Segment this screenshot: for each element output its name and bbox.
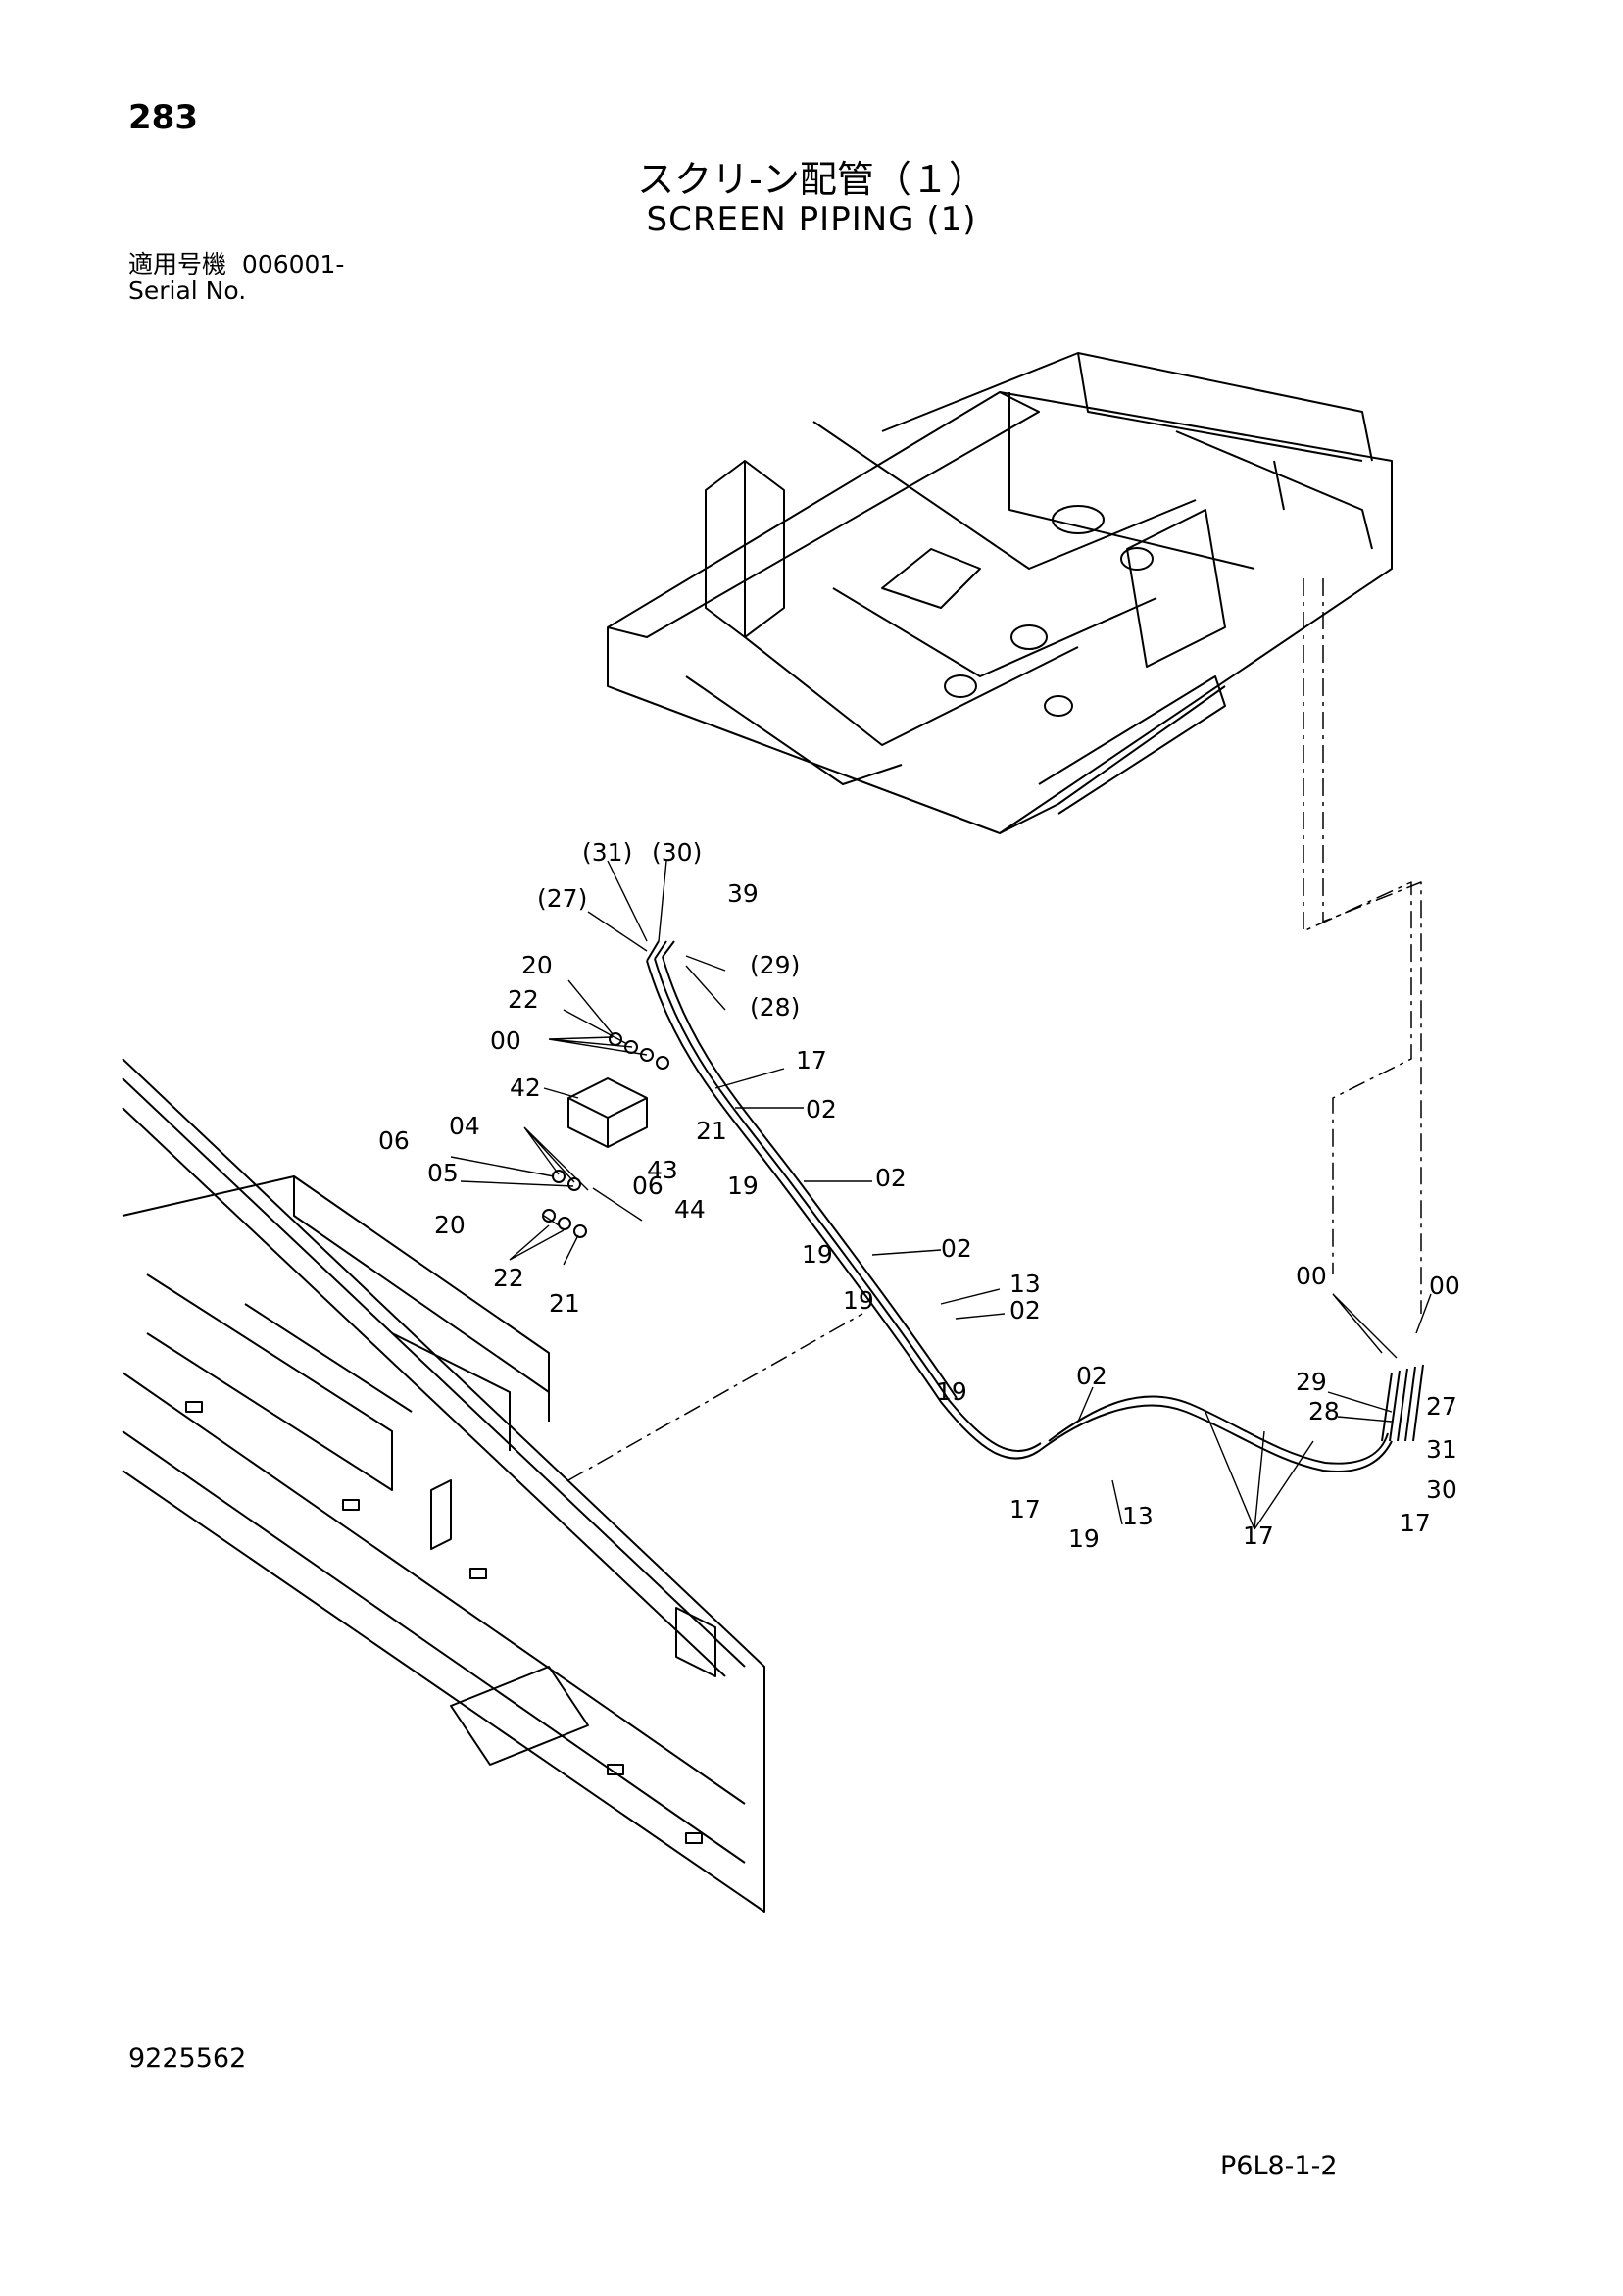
callout-label: 02 — [806, 1095, 837, 1123]
callout-label: 13 — [1122, 1502, 1154, 1530]
callout-label: (28) — [750, 993, 800, 1022]
lower-boom-drawing — [122, 1058, 765, 1913]
page-code: P6L8-1-2 — [1220, 2151, 1338, 2181]
callout-label: 06 — [632, 1172, 664, 1200]
callout-label: 17 — [1243, 1522, 1274, 1550]
callout-label: 39 — [727, 879, 759, 908]
callout-label: 17 — [1009, 1495, 1041, 1523]
callout-label: (31) — [582, 838, 632, 867]
callout-label: 43 — [647, 1156, 678, 1184]
callout-label: 19 — [843, 1286, 874, 1315]
serial-label-en: Serial No. — [128, 276, 247, 305]
serial-value: 006001- — [241, 250, 345, 278]
callout-label: 22 — [508, 985, 539, 1014]
callout-label: 02 — [875, 1164, 907, 1192]
callout-label: 20 — [434, 1211, 466, 1239]
manifold-block-drawing — [542, 1032, 669, 1238]
callout-label: (29) — [750, 951, 800, 979]
callout-labels: (31) (30) (27) 39 20 (29) 22 (28) 00 17 … — [378, 838, 1460, 1553]
callout-label: 30 — [1426, 1475, 1457, 1504]
serial-block: 適用号機 006001- Serial No. — [128, 251, 344, 304]
callout-label: 21 — [549, 1289, 580, 1318]
upper-frame-drawing — [607, 352, 1393, 834]
callout-label: (27) — [537, 884, 587, 913]
callout-label: (30) — [652, 838, 702, 867]
callout-label: 02 — [1009, 1296, 1041, 1324]
page-title-english: SCREEN PIPING (1) — [646, 200, 977, 239]
callout-label: 27 — [1426, 1392, 1457, 1421]
callout-label: 44 — [674, 1195, 706, 1223]
callout-label: 19 — [936, 1377, 967, 1406]
callout-label: 17 — [796, 1046, 827, 1074]
callout-label: 22 — [493, 1264, 524, 1292]
page-title-japanese: スクリ-ン配管（１） — [637, 158, 986, 201]
callout-label: 19 — [727, 1172, 759, 1200]
callout-label: 00 — [490, 1026, 521, 1055]
callout-label: 05 — [427, 1159, 459, 1187]
callout-label: 17 — [1400, 1509, 1431, 1537]
callout-label: 00 — [1296, 1262, 1327, 1290]
pipe-lines-drawing — [646, 940, 1424, 1472]
callout-label: 00 — [1429, 1272, 1460, 1300]
callout-label: 42 — [510, 1073, 541, 1102]
document-number: 9225562 — [128, 2043, 247, 2073]
guide-lines — [567, 578, 1422, 1481]
page-number: 283 — [128, 98, 198, 137]
callout-label: 28 — [1308, 1397, 1340, 1425]
callout-label: 20 — [521, 951, 553, 979]
callout-label: 31 — [1426, 1435, 1457, 1464]
serial-row: 適用号機 006001- — [128, 251, 344, 277]
callout-label: 02 — [1076, 1362, 1107, 1390]
callout-label: 21 — [696, 1117, 727, 1145]
callout-label: 19 — [802, 1240, 833, 1269]
leader-lines — [450, 860, 1432, 1530]
callout-label: 29 — [1296, 1368, 1327, 1396]
serial-label-jp: 適用号機 — [128, 250, 227, 278]
callout-label: 06 — [378, 1126, 410, 1155]
callout-label: 04 — [449, 1112, 480, 1140]
callout-label: 02 — [941, 1234, 972, 1263]
callout-label: 19 — [1068, 1524, 1100, 1553]
callout-label: 13 — [1009, 1270, 1041, 1298]
